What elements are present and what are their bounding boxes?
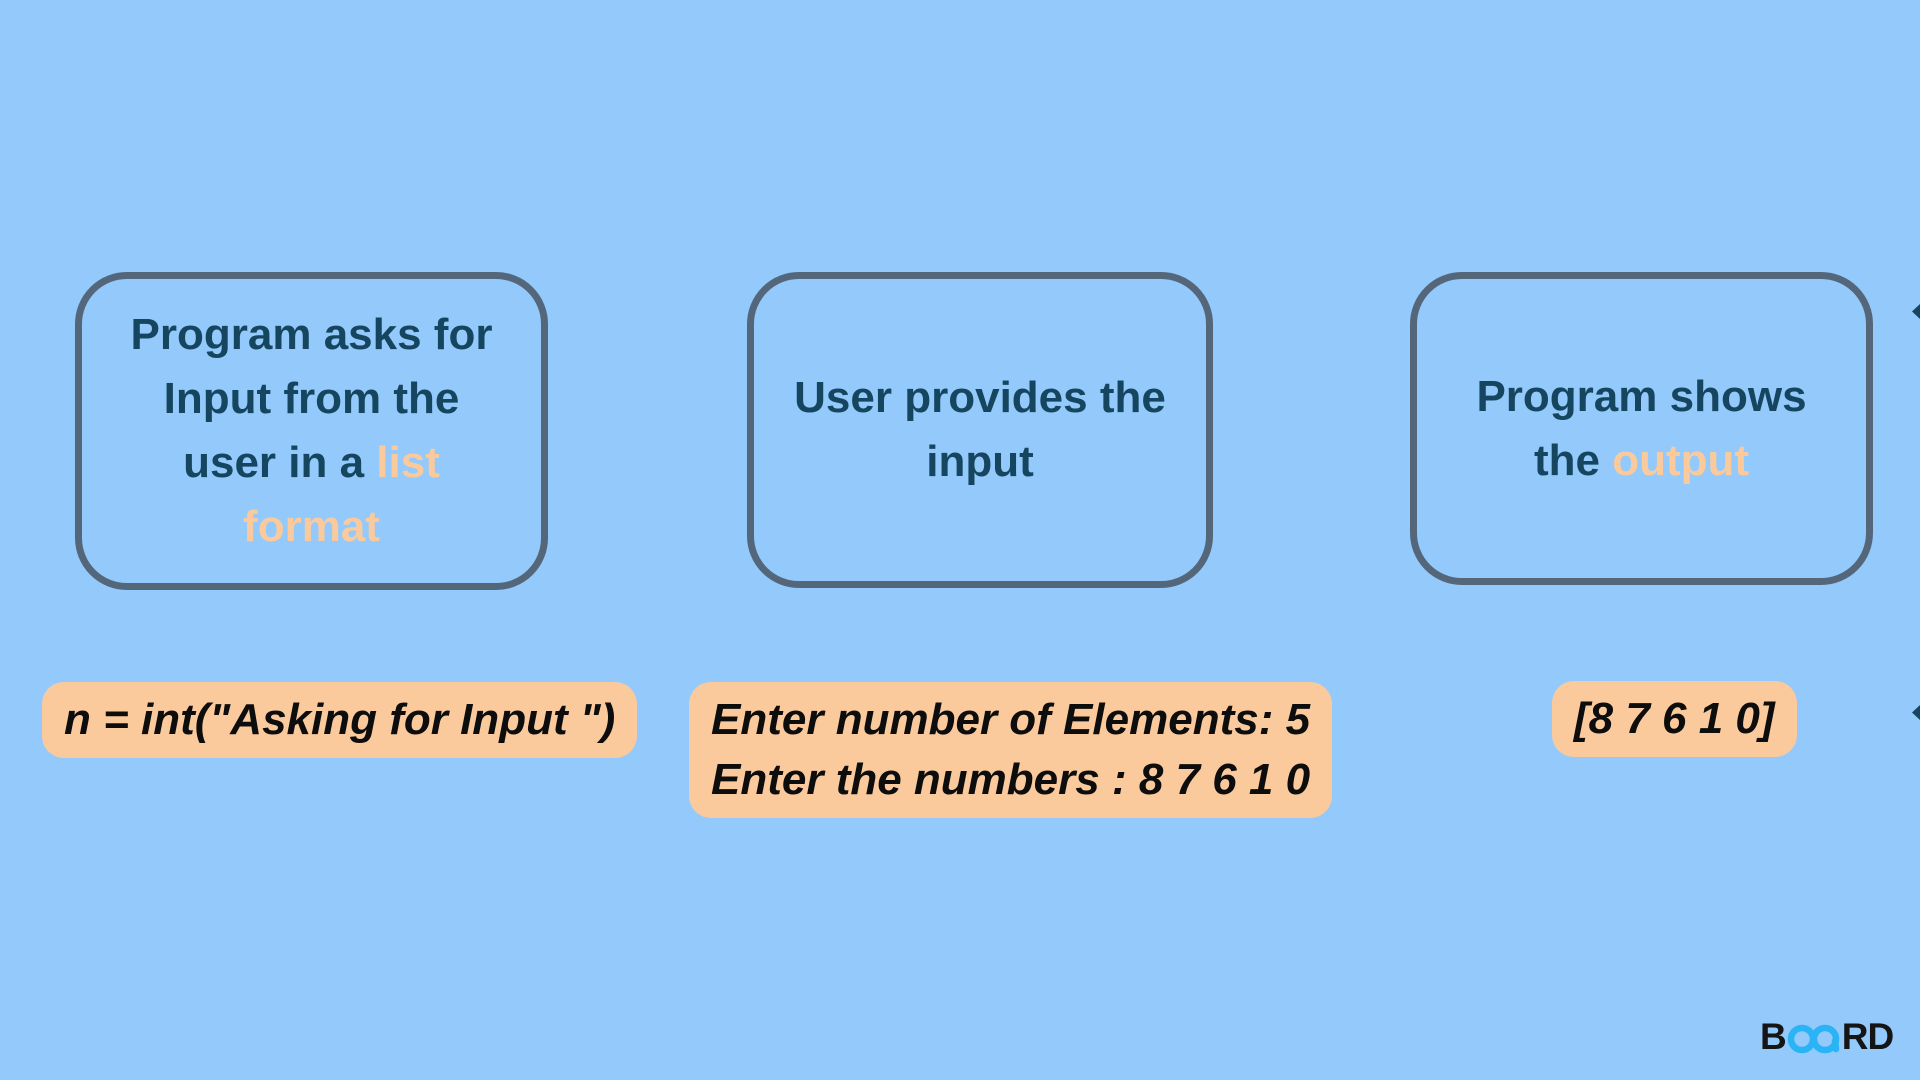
board-logo-text-rd: RD — [1841, 1016, 1894, 1057]
step-box-line: Program asks for — [131, 303, 493, 367]
clipped-arrow-icon — [1912, 705, 1920, 720]
step-box-program-asks: Program asks for Input from the user in … — [75, 272, 548, 590]
board-logo: B RD — [1760, 1016, 1894, 1057]
code-line: Enter the numbers : 8 7 6 1 0 — [711, 755, 1311, 804]
step-box-line: format — [243, 495, 380, 559]
infinity-rings-icon — [1787, 1024, 1839, 1054]
step-text: input — [926, 437, 1034, 486]
code-label-user-input: Enter number of Elements: 5 Enter the nu… — [689, 682, 1333, 818]
step-box-line: user in a list — [183, 431, 440, 495]
step-text-highlight: list — [376, 438, 440, 487]
step-box-user-provides: User provides the input — [747, 272, 1213, 588]
code-line: [8 7 6 1 0] — [1574, 694, 1775, 743]
step-text-highlight: output — [1612, 435, 1750, 485]
code-line: Enter number of Elements: 5 — [711, 695, 1311, 744]
board-logo-text-b: B — [1760, 1016, 1787, 1057]
step-box-program-shows: Program shows the output — [1410, 272, 1873, 585]
step-box-line: Program shows — [1476, 365, 1806, 429]
step-text: the — [1533, 435, 1613, 485]
step-text-highlight: format — [243, 502, 380, 551]
step-box-line: Input from the — [164, 367, 460, 431]
code-label-output-list: [8 7 6 1 0] — [1552, 681, 1797, 757]
code-line: n = int("Asking for Input ") — [64, 695, 616, 744]
step-text: Program asks for — [130, 310, 493, 359]
code-label-input-call: n = int("Asking for Input ") — [42, 682, 638, 758]
step-text: User provides the — [794, 373, 1166, 422]
step-text: Program shows — [1476, 371, 1807, 421]
step-box-line: the output — [1534, 429, 1749, 493]
step-text: user in a — [183, 438, 377, 487]
step-box-line: User provides the — [794, 366, 1166, 430]
step-text: Input from the — [163, 374, 460, 423]
clipped-arrow-icon — [1912, 304, 1920, 319]
step-box-line: input — [926, 430, 1034, 494]
